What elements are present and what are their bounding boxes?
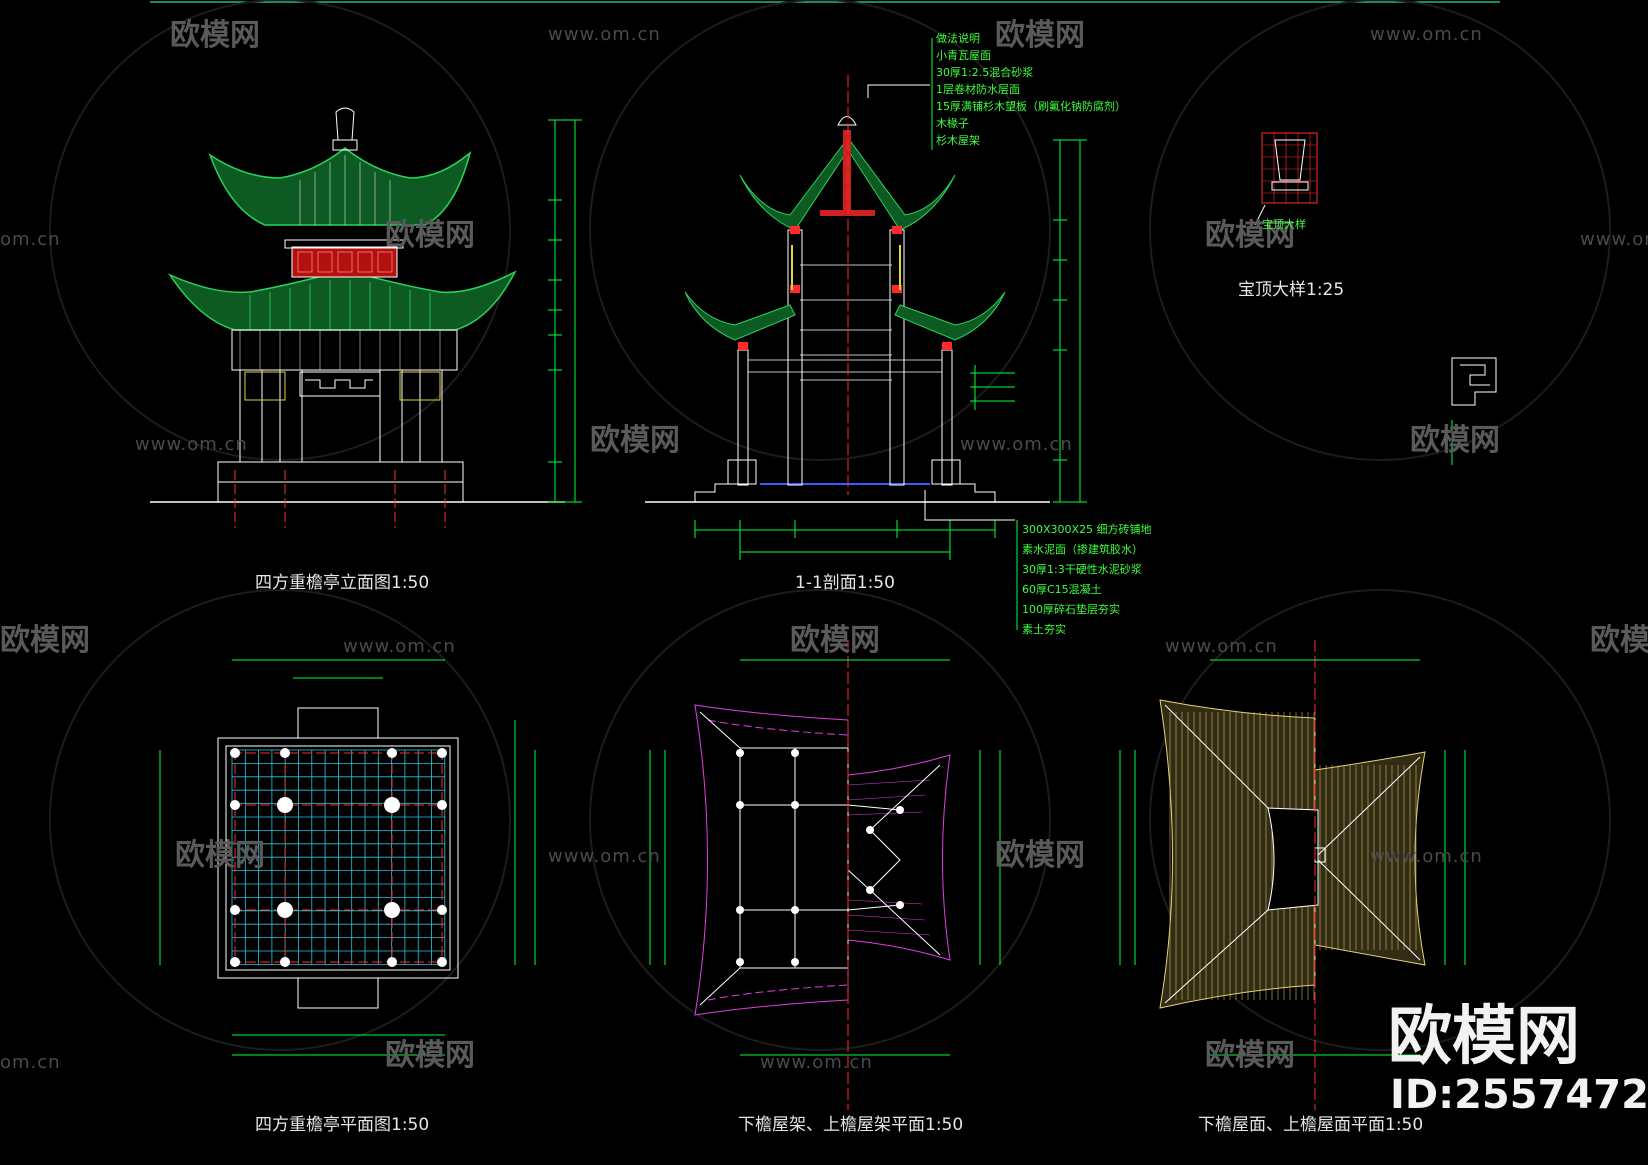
watermark-brand-1: 欧模网 (170, 18, 260, 53)
caption-finial-detail: 宝顶大样1:25 (1238, 280, 1344, 300)
badge-id: ID:2557472 (1390, 1072, 1648, 1118)
roof-surface-plan-drawing (1119, 640, 1466, 1110)
watermark-brand-10: 欧模网 (175, 838, 265, 873)
caption-section: 1-1剖面1:50 (795, 573, 895, 593)
floor-note-3: 30厚1:3干硬性水泥砂浆 (1022, 562, 1142, 576)
watermark-url-4: www.om.cn (1580, 229, 1648, 250)
roof-note-2: 小青瓦屋面 (936, 49, 991, 62)
watermarks: 欧模网 欧模网 欧模网 欧模网 欧模网 欧模网 欧模网 欧模网 欧模网 欧模网 … (0, 18, 1648, 1073)
caption-roof-frame-plan: 下檐屋架、上檐屋架平面1:50 (738, 1115, 963, 1135)
floor-construction-notes: 300X300X25 细方砖铺地 素水泥面（掺建筑胶水） 30厚1:3干硬性水泥… (1022, 522, 1152, 636)
caption-plan: 四方重檐亭平面图1:50 (255, 1115, 429, 1135)
caption-roof-surface-plan: 下檐屋面、上檐屋面平面1:50 (1198, 1115, 1423, 1135)
watermark-url-9: www.om.cn (548, 846, 661, 867)
watermark-url-10: www.om.cn (1370, 846, 1483, 867)
roof-construction-notes: 做法说明 小青瓦屋面 30厚1:2.5混合砂浆 1层卷材防水层面 15厚满铺杉木… (936, 31, 1126, 147)
roof-note-3: 30厚1:2.5混合砂浆 (936, 65, 1033, 79)
caption-elevation: 四方重檐亭立面图1:50 (255, 573, 429, 593)
watermark-url-8: www.om.cn (1165, 636, 1278, 657)
floor-note-2: 素水泥面（掺建筑胶水） (1022, 542, 1143, 556)
watermark-circles (49, 0, 1611, 1051)
watermark-url-6: www.om.cn (960, 434, 1073, 455)
watermark-url-1: www.om.cn (548, 24, 661, 45)
watermark-brand-11: 欧模网 (995, 838, 1085, 873)
roof-frame-plan-drawing (649, 640, 1001, 1110)
floor-note-5: 100厚碎石垫层夯实 (1022, 602, 1120, 616)
roof-note-5: 15厚满铺杉木望板（刷氟化钠防腐剂） (936, 99, 1126, 113)
watermark-brand-12: 欧模网 (385, 1038, 475, 1073)
finial-leader-note: 宝顶大样 (1262, 217, 1306, 231)
section-drawing (645, 38, 1087, 630)
watermark-brand-7: 欧模网 (0, 623, 90, 658)
watermark-url-11: om.cn (0, 1052, 61, 1073)
plan-drawing (159, 659, 536, 1056)
finial-detail-drawing (1254, 132, 1497, 465)
watermark-brand-6: 欧模网 (1410, 423, 1500, 458)
watermark-url-12: www.om.cn (760, 1052, 873, 1073)
watermark-brand-5: 欧模网 (590, 423, 680, 458)
watermark-url-2: www.om.cn (1370, 24, 1483, 45)
elevation-drawing (150, 107, 582, 528)
watermark-brand-2: 欧模网 (995, 18, 1085, 53)
watermark-url-7: www.om.cn (343, 636, 456, 657)
watermark-brand-3: 欧模网 (385, 218, 475, 253)
watermark-brand-4: 欧模网 (1205, 218, 1295, 253)
roof-note-4: 1层卷材防水层面 (936, 82, 1020, 96)
watermark-brand-9: 欧模网 (1590, 623, 1648, 658)
roof-note-1: 做法说明 (936, 31, 980, 45)
watermark-brand-13: 欧模网 (1205, 1038, 1295, 1073)
badge-brand: 欧模网 (1388, 1000, 1580, 1074)
floor-note-6: 素土夯实 (1022, 622, 1066, 636)
watermark-brand-8: 欧模网 (790, 623, 880, 658)
roof-note-6: 木椽子 (936, 117, 969, 130)
watermark-url-3: om.cn (0, 229, 61, 250)
watermark-url-5: www.om.cn (135, 434, 248, 455)
floor-note-4: 60厚C15混凝土 (1022, 582, 1102, 596)
roof-note-7: 杉木屋架 (936, 133, 980, 147)
floor-note-1: 300X300X25 细方砖铺地 (1022, 522, 1152, 536)
